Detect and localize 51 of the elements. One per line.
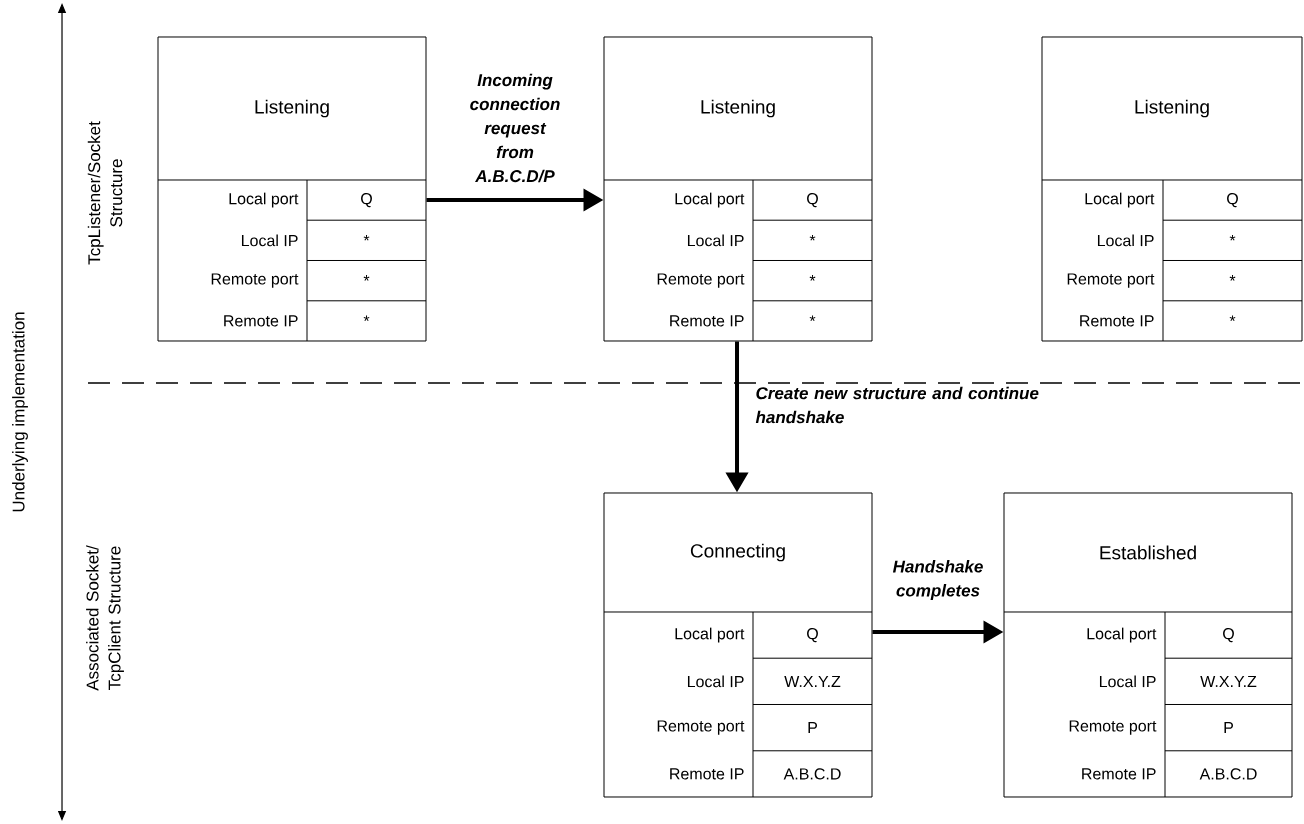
field-value: A.B.C.D bbox=[1199, 768, 1257, 780]
state-label: Listening bbox=[701, 99, 775, 118]
field-value: Q bbox=[807, 628, 818, 643]
field-value: Q bbox=[361, 193, 372, 208]
axis-label: Underlying implementation bbox=[12, 312, 28, 512]
field-name: Local IP bbox=[688, 234, 744, 247]
field-value: * bbox=[363, 275, 370, 281]
field-value: * bbox=[809, 315, 816, 321]
field-name: Remote IP bbox=[224, 315, 298, 327]
field-name: Local IP bbox=[1100, 675, 1156, 688]
field-name: Local port bbox=[229, 192, 299, 208]
field-value: * bbox=[363, 234, 370, 241]
field-value: * bbox=[1229, 234, 1236, 241]
field-value: * bbox=[363, 315, 370, 321]
axis-label: TcpListener/Socket Structure bbox=[87, 121, 123, 265]
field-value: A.B.C.D bbox=[783, 768, 841, 780]
state-label: Listening bbox=[255, 99, 329, 118]
field-name: Remote port bbox=[211, 273, 299, 288]
field-name: Local IP bbox=[1098, 234, 1154, 247]
field-name: Local IP bbox=[242, 234, 298, 247]
state-label: Connecting bbox=[690, 543, 785, 562]
field-name: Local port bbox=[675, 192, 745, 208]
field-value: Q bbox=[1223, 628, 1234, 643]
field-value: * bbox=[809, 275, 816, 281]
field-name: Local IP bbox=[688, 675, 744, 688]
field-value: Q bbox=[1227, 193, 1238, 208]
field-value: * bbox=[1229, 315, 1236, 321]
field-name: Remote port bbox=[1069, 720, 1157, 735]
field-name: Remote IP bbox=[670, 315, 744, 327]
field-value: * bbox=[1229, 275, 1236, 281]
field-value: P bbox=[808, 722, 817, 734]
field-value: W.X.Y.Z bbox=[784, 675, 841, 687]
field-name: Remote IP bbox=[670, 768, 744, 780]
field-value: W.X.Y.Z bbox=[1200, 675, 1257, 687]
state-label: Established bbox=[1100, 545, 1196, 560]
field-name: Remote IP bbox=[1080, 315, 1154, 327]
field-value: * bbox=[809, 234, 816, 241]
state-label: Listening bbox=[1135, 99, 1209, 118]
field-value: Q bbox=[807, 193, 818, 208]
edge-label: Create new structure and continue handshake bbox=[755, 386, 1039, 424]
field-name: Remote IP bbox=[1082, 768, 1156, 780]
field-value: P bbox=[1224, 722, 1233, 734]
field-name: Local port bbox=[1087, 627, 1157, 643]
field-name: Remote port bbox=[657, 720, 745, 735]
field-name: Remote port bbox=[1067, 273, 1155, 288]
field-name: Local port bbox=[675, 627, 745, 643]
field-name: Local port bbox=[1085, 192, 1155, 208]
edge-label: Handshake completes bbox=[892, 560, 983, 600]
edge-label: Incoming connection request from A.B.C.D/P bbox=[470, 73, 560, 183]
field-name: Remote port bbox=[657, 273, 745, 288]
axis-label: Associated Socket/ TcpClient Structure bbox=[86, 545, 124, 691]
